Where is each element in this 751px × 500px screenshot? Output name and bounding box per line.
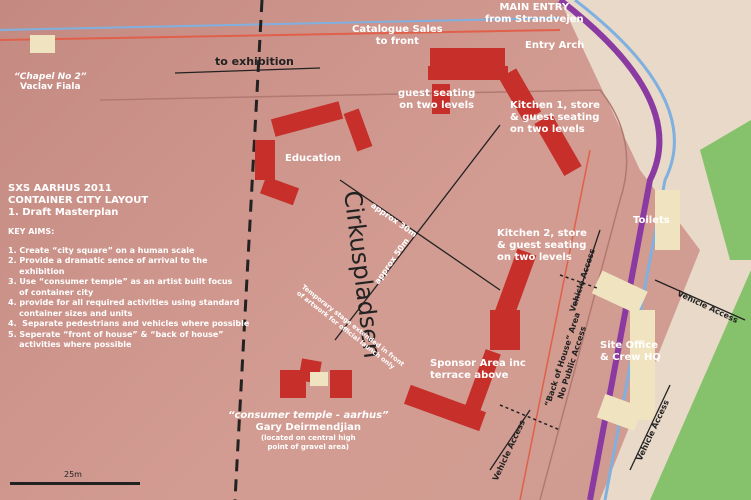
green-area-upper <box>700 120 751 260</box>
green-area <box>650 270 751 500</box>
aim-item: exhibition <box>8 266 65 276</box>
red-containers <box>255 48 582 432</box>
title-line-1: SXS AARHUS 2011 <box>8 183 112 194</box>
guest-seating-text-2: on two levels <box>399 100 474 111</box>
dimension-arrows <box>174 67 746 471</box>
kitchen2-text-3: on two levels <box>497 252 572 263</box>
key-aims-panel: SXS AARHUS 2011 CONTAINER CITY LAYOUT 1.… <box>8 183 249 351</box>
chapel-text: “Chapel No 2” <box>14 72 87 82</box>
kitchen1-text-2: & guest seating <box>510 112 600 123</box>
chapel-label: “Chapel No 2”Vaclav Fiala <box>14 72 87 92</box>
street-area <box>560 0 751 500</box>
scale-label: 25m <box>64 470 82 479</box>
entry-arch-label: Entry Arch <box>525 40 585 51</box>
temple-note-text: (located on central high <box>260 434 356 442</box>
sponsor-text: Sponsor Area inc <box>430 358 526 369</box>
sponsor-text-2: terrace above <box>430 370 509 381</box>
aim-item: container sizes and units <box>8 308 133 318</box>
red-line <box>0 29 561 41</box>
aim-item: activities where possible <box>8 340 132 349</box>
aim-item: 2. Provide a dramatic sence of arrival t… <box>8 256 208 265</box>
kitchen2-text-2: & guest seating <box>497 240 587 251</box>
site-boundary <box>99 89 628 500</box>
dashed-connectors <box>499 274 598 431</box>
dashed-boundary <box>233 0 264 500</box>
catalogue-text: Catalogue Sales <box>352 24 443 35</box>
aim-item: 5. Seperate “front of house” & “back of … <box>8 329 224 339</box>
blue-line <box>574 0 676 500</box>
site-office-text: Site Office <box>600 340 659 351</box>
site-office-text-2: & Crew HQ <box>600 352 661 363</box>
aim-item: 4. Separate pedestrians and vehicles whe… <box>8 319 250 328</box>
from-strandvejen-text: from Strandvejen <box>485 14 584 25</box>
main-entry-text: MAIN ENTRY <box>499 2 570 13</box>
site-office-label: Site Office& Crew HQ <box>600 340 661 364</box>
kitchen1-text-3: on two levels <box>510 124 585 135</box>
key-aims-heading: KEY AIMS: <box>8 227 55 236</box>
title-line-3: 1. Draft Masterplan <box>8 207 119 218</box>
aim-item: 4. provide for all required activities u… <box>8 298 240 307</box>
education-label: Education <box>285 153 341 164</box>
consumer-temple-label: “consumer temple - aarhus”Gary Deirmendj… <box>228 410 389 452</box>
kitchen2-text: Kitchen 2, store <box>497 228 587 239</box>
title-line-2: CONTAINER CITY LAYOUT <box>8 195 149 206</box>
guest-seating-text: guest seating <box>398 88 476 99</box>
to-exhibition-label: to exhibition <box>215 55 294 68</box>
scale-bar <box>10 482 140 485</box>
kitchen1-text: Kitchen 1, store <box>510 100 600 111</box>
temple-text: “consumer temple - aarhus” <box>228 410 389 421</box>
wood-containers <box>30 35 680 432</box>
aim-item: 1. Create “city square” on a human scale <box>8 245 195 255</box>
aim-item: 3. Use “consumer temple” as an artist bu… <box>8 277 233 286</box>
temple-artist-text: Gary Deirmendjian <box>255 422 362 433</box>
toilets-label: Toilets <box>633 215 670 226</box>
catalogue-text-2: to front <box>375 36 419 47</box>
temple-note-text-2: point of gravel area) <box>267 443 350 451</box>
purple-line <box>558 0 663 500</box>
chapel-artist-text: Vaclav Fiala <box>20 82 81 92</box>
aim-item: of container city <box>8 287 94 297</box>
